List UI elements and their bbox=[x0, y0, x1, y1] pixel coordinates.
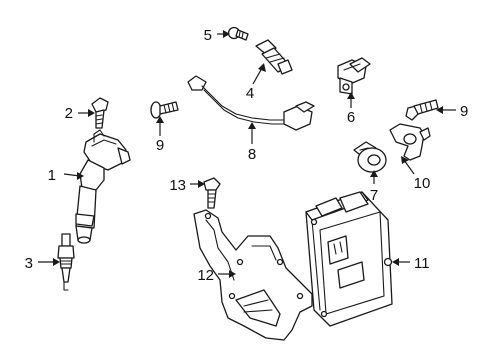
ecu-module bbox=[305, 191, 393, 327]
bolt-9-right bbox=[405, 99, 439, 121]
callout-5: 5 bbox=[204, 27, 212, 44]
callout-9-right: 9 bbox=[460, 103, 468, 120]
spark-plug bbox=[57, 233, 75, 291]
leaders bbox=[38, 30, 456, 278]
bolt-9-left bbox=[150, 101, 179, 119]
callout-10: 10 bbox=[414, 175, 431, 192]
callout-8: 8 bbox=[248, 146, 256, 163]
bolt-13 bbox=[203, 177, 221, 209]
callout-13: 13 bbox=[169, 177, 186, 194]
bolt-2 bbox=[91, 97, 109, 129]
callout-9-left: 9 bbox=[156, 137, 164, 154]
callout-4: 4 bbox=[246, 85, 254, 102]
sensor-6 bbox=[337, 57, 371, 95]
callout-11: 11 bbox=[414, 255, 430, 272]
callout-6: 6 bbox=[347, 109, 355, 126]
sensor-harness bbox=[187, 75, 315, 131]
callout-7: 7 bbox=[370, 187, 378, 204]
callout-1: 1 bbox=[48, 167, 56, 184]
bracket-sensor-10 bbox=[389, 123, 431, 161]
screw-5 bbox=[227, 26, 249, 41]
knock-sensor bbox=[353, 141, 387, 173]
sensor-4 bbox=[255, 39, 293, 75]
ignition-coil bbox=[75, 129, 131, 244]
callout-2: 2 bbox=[65, 105, 73, 122]
callout-12: 12 bbox=[197, 267, 214, 284]
ecu-bracket bbox=[193, 209, 313, 341]
callout-3: 3 bbox=[25, 255, 33, 272]
